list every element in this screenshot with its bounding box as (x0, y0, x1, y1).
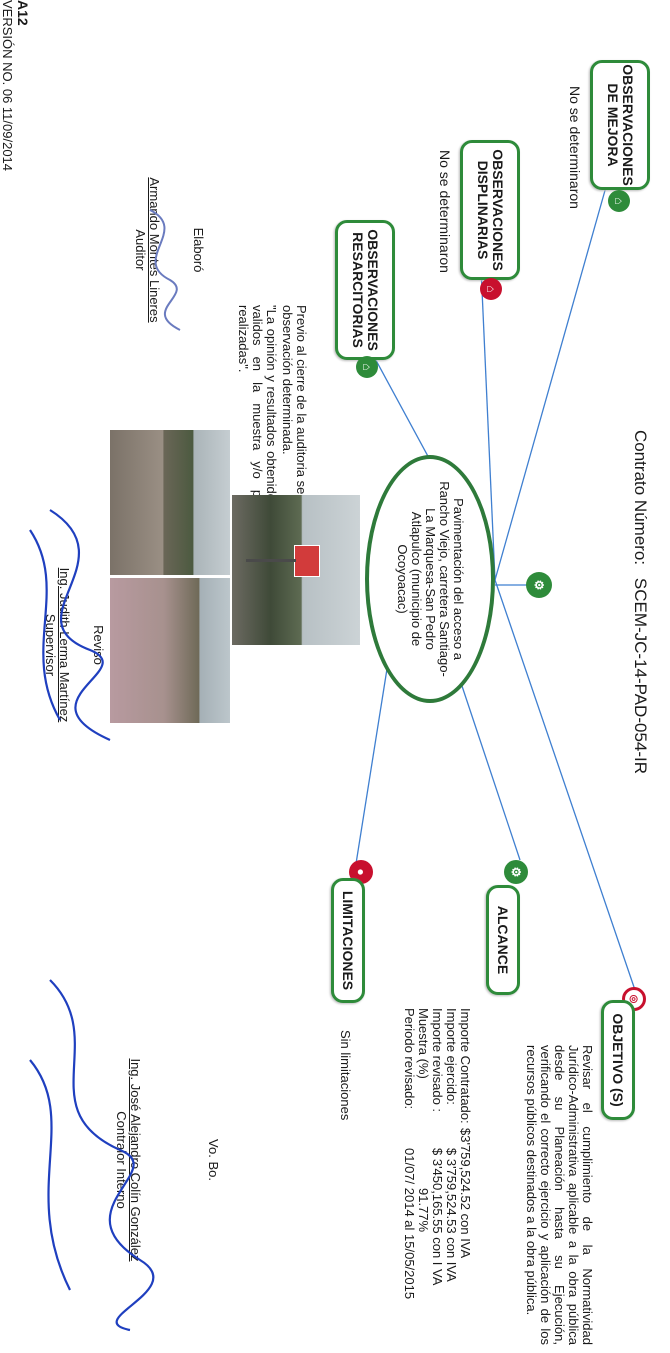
limitaciones-text: Sin limitaciones (338, 1030, 353, 1121)
resarcitorias-title: OBSERVACIONES RESARCITORIAS (350, 229, 381, 351)
disciplinarias-box: OBSERVACIONES DISPLINARIAS (460, 140, 520, 280)
objetivo-title: OBJETIVO (S) (610, 1013, 627, 1107)
alcance-row: Muestra (%) 91.77% (416, 1008, 431, 1233)
center-text: Pavimentación del acceso a Rancho Viejo,… (395, 481, 466, 677)
objetivo-text: Revisar el cumplimiento de la Normativid… (524, 1045, 595, 1345)
gears-icon: ⚙ (526, 572, 552, 598)
footer-version: VERSIÓN NO. 06 11/09/2014 (0, 0, 15, 172)
contract-label: Contrato Número: (631, 430, 650, 566)
alcance-row: Importe revisado : $ 3'450,165.55 con I … (430, 1008, 445, 1286)
disciplinarias-title: OBSERVACIONES DISPLINARIAS (475, 149, 506, 271)
mejora-text: No se determinaron (567, 86, 583, 209)
handwritten-signature-vobo (29, 979, 155, 1332)
objetivo-box: OBJETIVO (S) (601, 1000, 635, 1120)
alcance-box: ALCANCE (486, 885, 520, 995)
limitaciones-title: LIMITACIONES (340, 890, 357, 991)
alcance-title: ALCANCE (495, 905, 512, 975)
center-topic: Pavimentación del acceso a Rancho Viejo,… (365, 455, 495, 703)
building-icon: ⌂ (356, 356, 378, 378)
contract-header: Contrato Número: SCEM-JC-14-PAD-054-IR (630, 430, 650, 774)
alcance-row: Importe ejercido: $ 3'759,524.53 con IVA (444, 1008, 459, 1282)
alcance-row: Periodo revisado: 01/07/ 2014 al 15/05/2… (402, 1008, 417, 1300)
footer-code: A12 (15, 0, 31, 26)
building-icon: ⌂ (480, 278, 502, 300)
mejora-title: OBSERVACIONES DE MEJORA (605, 64, 636, 186)
alcance-table: Importe Contratado: $3'759,524.52 con IV… (402, 1008, 473, 1348)
building-icon: ⌂ (608, 190, 630, 212)
disciplinarias-text: No se determinaron (437, 150, 453, 273)
mejora-box: OBSERVACIONES DE MEJORA (590, 60, 650, 190)
handwritten-signature-elaboro (149, 209, 181, 331)
limitaciones-box: LIMITACIONES (331, 878, 365, 1003)
gears-icon: ⚙ (504, 860, 528, 884)
resarcitorias-box: OBSERVACIONES RESARCITORIAS (335, 220, 395, 360)
contract-number: SCEM-JC-14-PAD-054-IR (631, 577, 650, 775)
alcance-row: Importe Contratado: $3'759,524.52 con IV… (458, 1008, 473, 1259)
handwritten-signature-reviso (29, 509, 111, 742)
site-photo-sign (232, 495, 360, 645)
